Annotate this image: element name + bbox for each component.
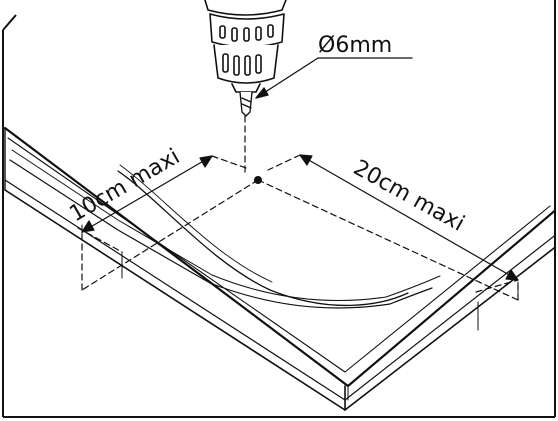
- worktop-slab: [3, 126, 555, 411]
- drill-point-marker: [254, 176, 262, 184]
- drill-bit-icon: [239, 91, 253, 117]
- right-distance-label: 20cm maxi: [349, 155, 468, 236]
- diameter-leader: [255, 57, 413, 99]
- dashed-guides: [77, 115, 519, 301]
- frame-corner-edge: [2, 14, 17, 31]
- dimension-right: [299, 154, 519, 281]
- drill-icon: [204, 0, 287, 93]
- dimension-left: [81, 155, 213, 233]
- diameter-label: Ø6mm: [318, 33, 392, 58]
